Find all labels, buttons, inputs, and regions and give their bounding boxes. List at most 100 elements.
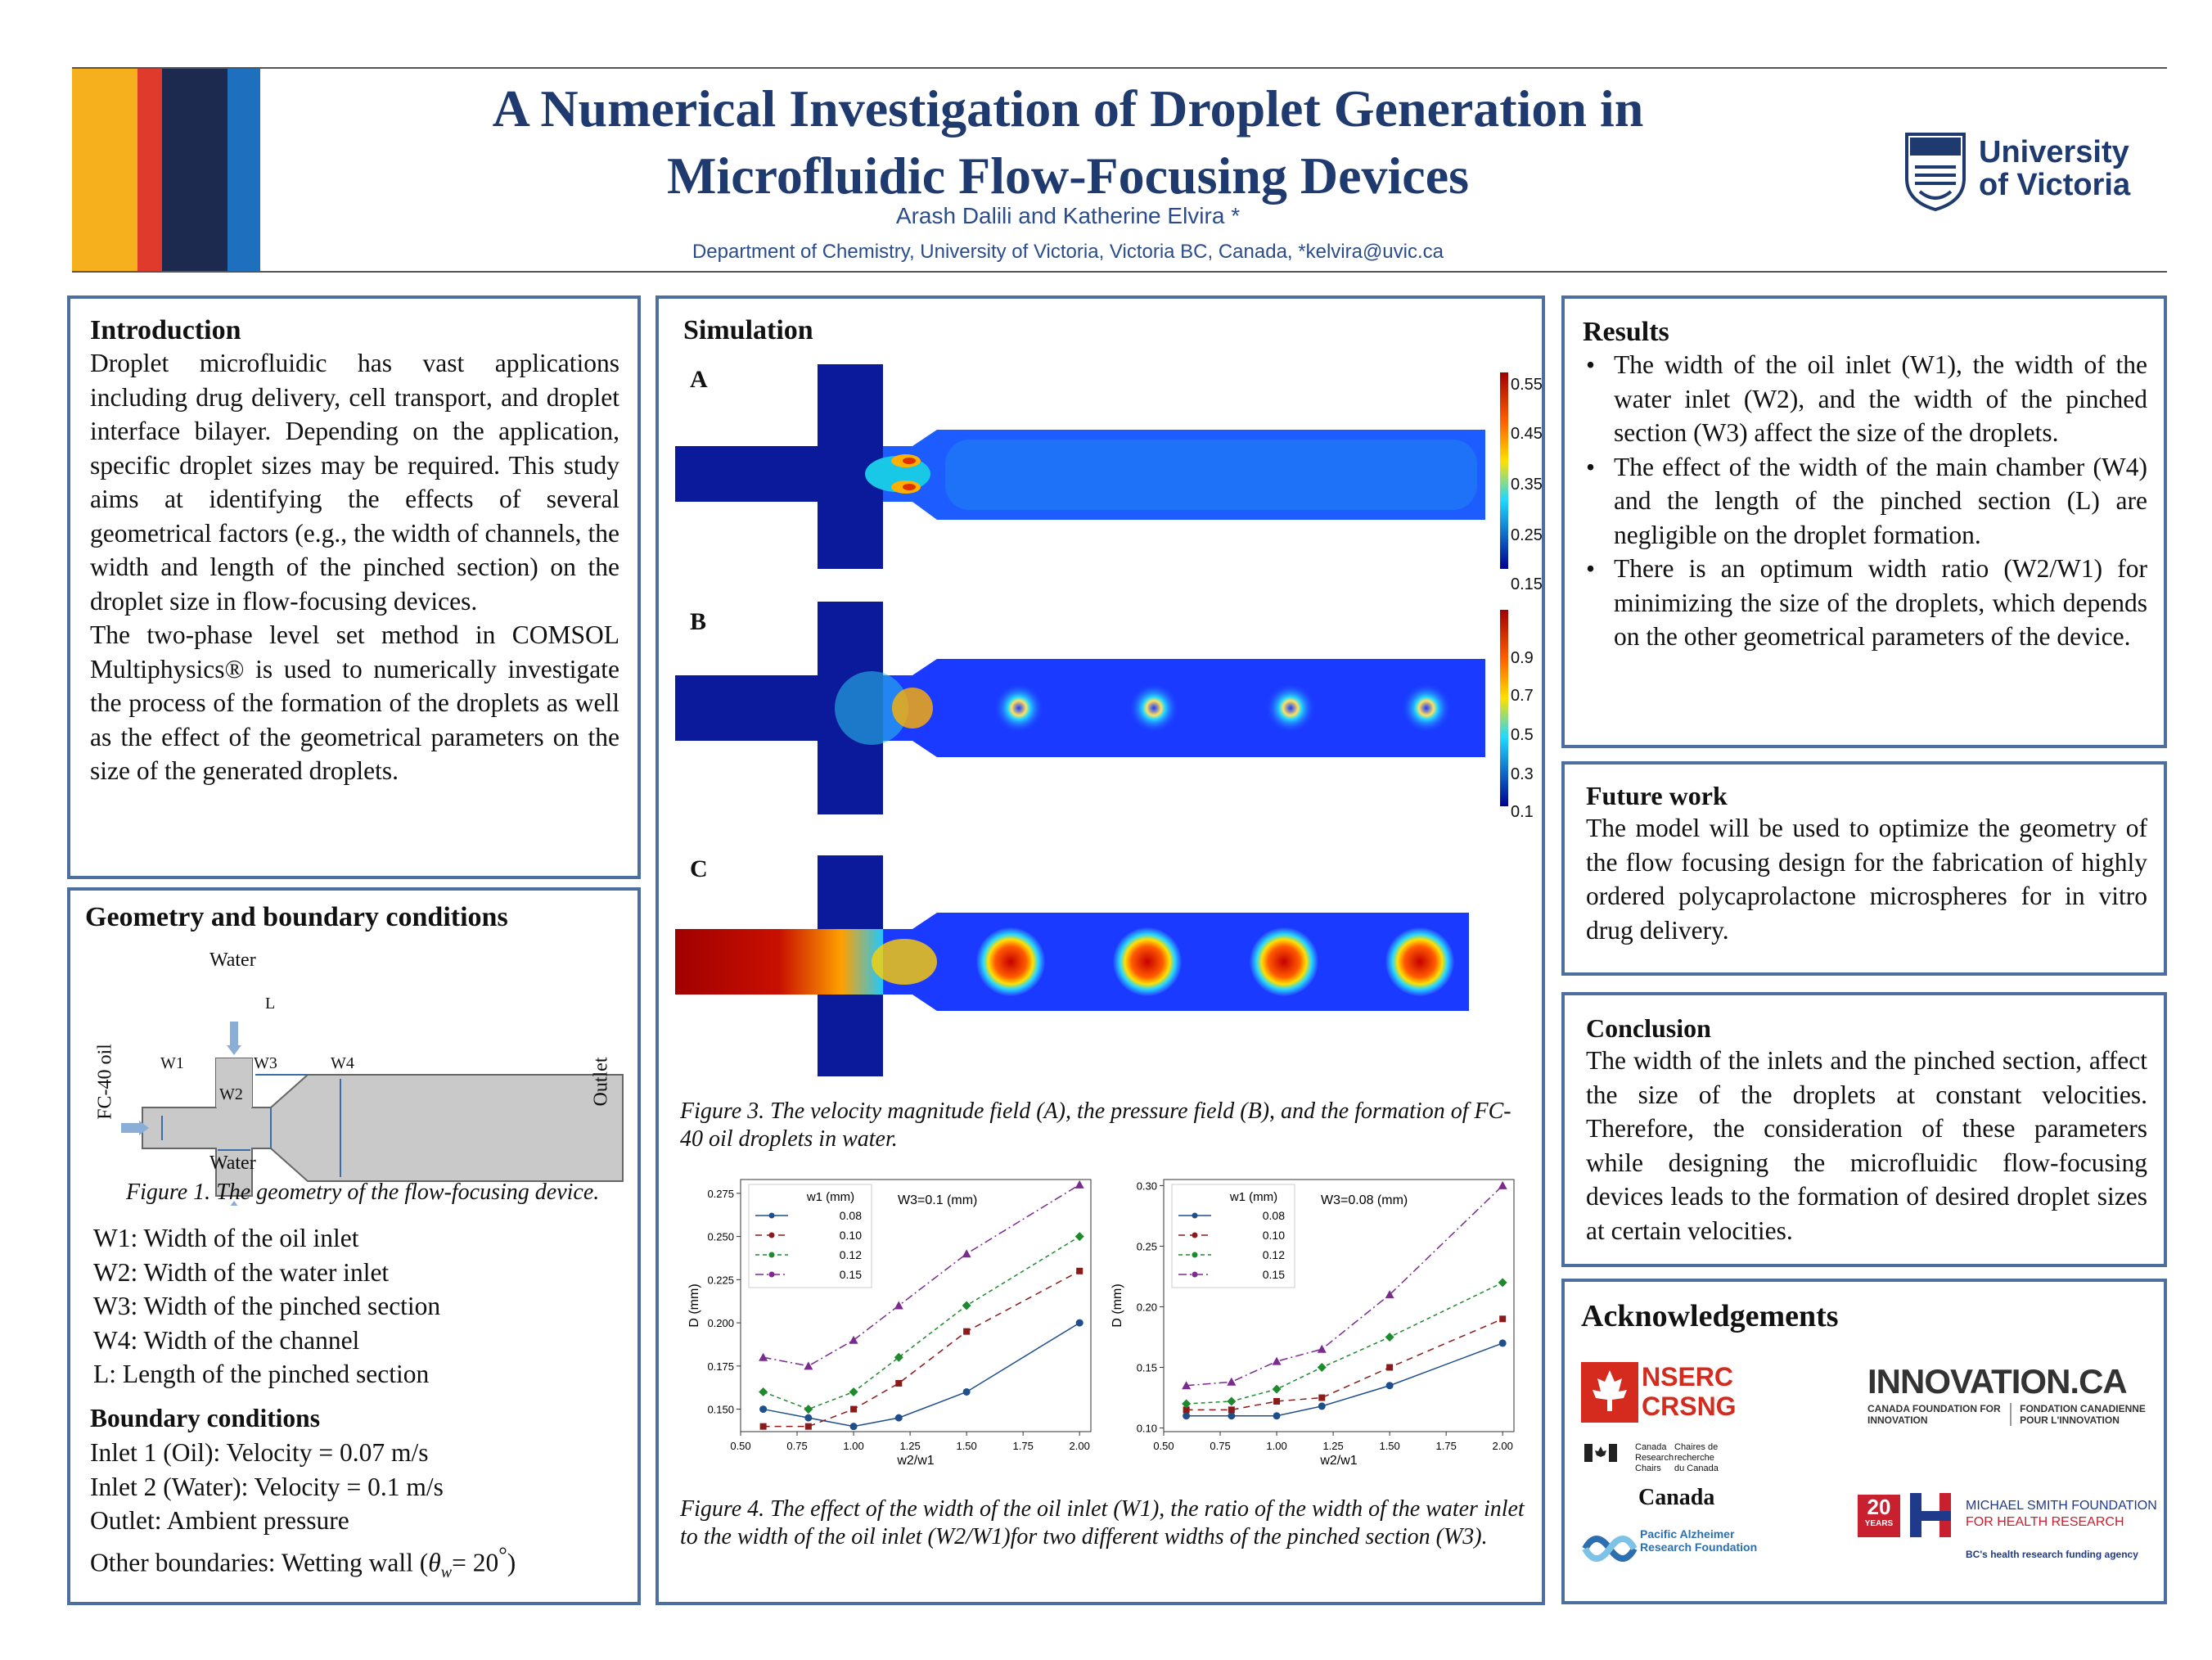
series-line xyxy=(1186,1282,1503,1405)
chart-title: W3=0.1 (mm) xyxy=(898,1193,977,1207)
y-tick-label: 0.225 xyxy=(707,1274,734,1286)
data-point xyxy=(804,1405,813,1414)
cbarA-tick: 0.45 xyxy=(1511,425,1543,443)
legend-entry: 0.12 xyxy=(840,1248,862,1261)
cbarB-tick: 0.7 xyxy=(1511,687,1534,705)
introduction-heading: Introduction xyxy=(90,315,241,345)
maple-leaf-icon xyxy=(1581,1362,1638,1423)
canada-wordmark: Canada xyxy=(1638,1485,1715,1510)
chart-background xyxy=(682,1171,1099,1474)
data-point xyxy=(759,1352,768,1361)
canada-flag-icon xyxy=(1584,1444,1617,1462)
diagram-W4: W4 xyxy=(331,1054,354,1072)
cbarB-tick: 0.1 xyxy=(1511,803,1534,821)
legend-entry: 0.10 xyxy=(840,1229,862,1242)
data-point xyxy=(894,1301,903,1310)
diagram-water-top: Water xyxy=(209,950,256,971)
series-line xyxy=(763,1235,1080,1410)
data-point xyxy=(1272,1356,1282,1365)
sim-label-A: A xyxy=(690,366,708,393)
pacific-logo-icon xyxy=(1582,1536,1638,1562)
msfhr-line2: FOR HEALTH RESEARCH xyxy=(1966,1515,2124,1529)
cbarB-tick: 0.3 xyxy=(1511,765,1534,783)
plot-frame xyxy=(740,1179,1092,1432)
msfhr-tagline: BC's health research funding agency xyxy=(1966,1549,2138,1560)
future-work-panel: Future work The model will be used to op… xyxy=(1561,761,2167,976)
data-point xyxy=(1318,1394,1326,1401)
x-tick-label: 0.75 xyxy=(1210,1440,1230,1452)
boundary-conditions: Boundary conditions Inlet 1 (Oil): Veloc… xyxy=(90,1401,622,1590)
uvic-crest-icon xyxy=(1905,133,1966,211)
cbarA-tick: 0.15 xyxy=(1511,575,1543,593)
definition-list: W1: Width of the oil inlet W2: Width of … xyxy=(93,1221,440,1392)
cbarB-tick: 0.9 xyxy=(1511,649,1534,667)
y-tick-label: 0.10 xyxy=(1137,1423,1157,1435)
series-line xyxy=(1186,1342,1503,1417)
legend-marker xyxy=(768,1212,775,1219)
legend-marker xyxy=(1192,1232,1198,1238)
x-axis-label: w2/w1 xyxy=(896,1454,934,1468)
y-tick-label: 0.175 xyxy=(707,1360,734,1373)
results-item: The width of the oil inlet (W1), the wid… xyxy=(1586,348,2147,450)
bc-item: Inlet 2 (Water): Velocity = 0.1 m/s xyxy=(90,1472,444,1501)
data-point xyxy=(804,1361,813,1370)
series-line xyxy=(763,1184,1080,1367)
legend-marker xyxy=(1192,1271,1198,1278)
legend-marker xyxy=(1192,1212,1198,1219)
simulation-images xyxy=(675,364,1508,1076)
data-point xyxy=(1183,1406,1190,1414)
header-stripes xyxy=(72,69,260,271)
results-item: The effect of the width of the main cham… xyxy=(1586,450,2147,553)
data-point xyxy=(1273,1397,1281,1405)
x-tick-label: 1.50 xyxy=(1379,1440,1399,1452)
legend-entry: 0.08 xyxy=(840,1209,862,1222)
header-bottom-rule xyxy=(72,271,2167,273)
y-tick-label: 0.20 xyxy=(1137,1301,1157,1313)
data-point xyxy=(894,1414,903,1422)
data-point xyxy=(804,1423,812,1430)
data-point xyxy=(1385,1333,1394,1342)
introduction-panel: Introduction Droplet microfluidic has va… xyxy=(67,295,641,879)
data-point xyxy=(963,1328,971,1335)
x-axis-label: w2/w1 xyxy=(1319,1454,1357,1468)
legend-entry: 0.08 xyxy=(1263,1209,1285,1222)
sim-label-C: C xyxy=(690,855,708,882)
data-point xyxy=(1317,1363,1327,1373)
data-point xyxy=(1318,1402,1326,1410)
data-point xyxy=(1183,1412,1191,1420)
crc-fr: Chaires de recherche du Canada xyxy=(1674,1442,1719,1473)
msfhr-20-years-badge: 20 YEARS xyxy=(1858,1495,1900,1537)
cfi-logo: INNOVATION.CA CANADA FOUNDATION FOR INNO… xyxy=(1867,1362,2162,1426)
x-tick-label: 0.75 xyxy=(786,1440,807,1452)
data-point xyxy=(1182,1399,1192,1409)
data-point xyxy=(1385,1382,1394,1390)
msfhr-line1: MICHAEL SMITH FOUNDATION xyxy=(1966,1499,2157,1513)
data-point xyxy=(759,1387,768,1396)
data-point xyxy=(1499,1315,1507,1323)
series-line xyxy=(1186,1318,1503,1411)
data-point xyxy=(1075,1319,1083,1327)
data-point xyxy=(759,1405,768,1414)
legend-marker xyxy=(1192,1252,1198,1258)
introduction-para1: Droplet microfluidic has vast applicatio… xyxy=(90,349,619,616)
x-tick-label: 1.75 xyxy=(1436,1440,1457,1452)
future-text: The model will be used to optimize the g… xyxy=(1586,814,2147,945)
data-point xyxy=(1498,1278,1507,1288)
bc-item-wetting: Other boundaries: Wetting wall (θw= 20°) xyxy=(90,1542,516,1581)
msfhr-logo: 20 YEARS MICHAEL SMITH FOUNDATION FOR HE… xyxy=(1858,1486,2160,1585)
chart-background xyxy=(1105,1171,1522,1474)
conclusion-panel: Conclusion The width of the inlets and t… xyxy=(1561,992,2167,1267)
data-point xyxy=(894,1352,903,1362)
nserc-logo: NSERC CRSNG Canada Research Chairs Chair… xyxy=(1581,1362,1757,1591)
geometry-diagram xyxy=(121,1022,624,1206)
cbarA-tick: 0.25 xyxy=(1511,526,1543,544)
crc-en: Canada Research Chairs xyxy=(1635,1442,1674,1473)
x-tick-label: 1.50 xyxy=(956,1440,976,1452)
data-point xyxy=(1498,1339,1507,1347)
cfi-en: CANADA FOUNDATION FOR INNOVATION xyxy=(1867,1403,2001,1426)
figure3-caption: Figure 3. The velocity magnitude field (… xyxy=(680,1098,1511,1152)
data-point xyxy=(962,1301,971,1310)
diagram-L: L xyxy=(265,995,276,1013)
